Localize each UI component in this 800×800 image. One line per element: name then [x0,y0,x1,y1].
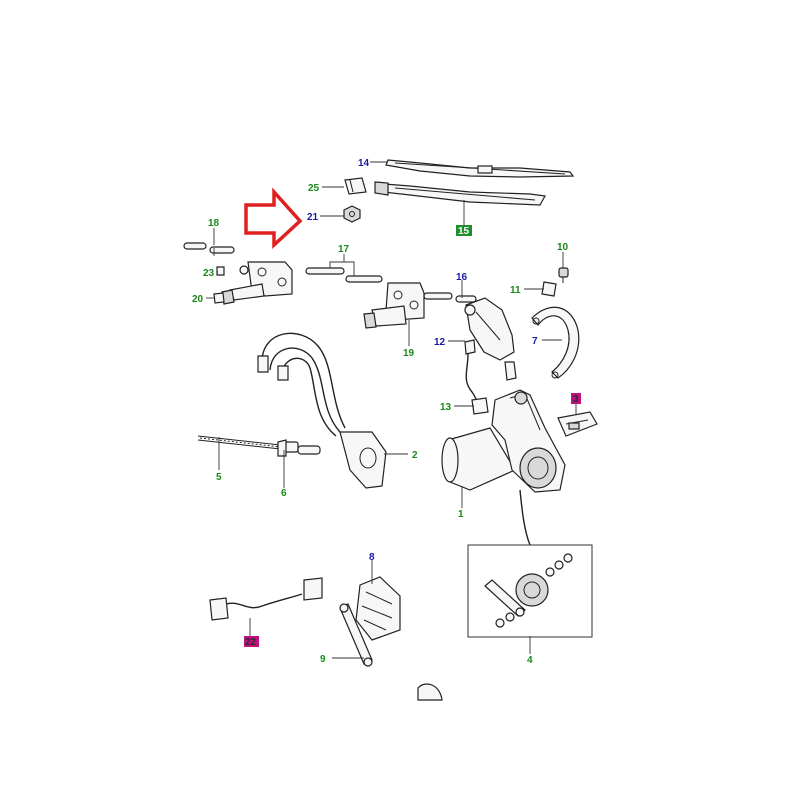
leader-lines [206,161,577,659]
callout-21[interactable]: 21 [307,212,319,223]
drive-link [339,603,373,667]
callout-2[interactable]: 2 [412,450,418,461]
spindle-nut [343,205,361,223]
callout-12[interactable]: 12 [434,337,446,348]
callout-11[interactable]: 11 [510,285,521,296]
partial-part-bottom [417,683,443,701]
callout-25[interactable]: 25 [308,183,320,194]
wiper-motor [441,389,566,546]
callout-3-box [571,393,581,404]
callout-6[interactable]: 6 [281,488,287,499]
crank-plate [355,576,401,641]
wiring-harness [257,332,387,489]
callout-18[interactable]: 18 [208,218,220,229]
callout-13[interactable]: 13 [440,402,452,413]
callout-15[interactable]: 15 [458,226,470,237]
callout-16[interactable]: 16 [456,272,468,283]
callout-23[interactable]: 23 [203,268,215,279]
center-wheelbox [363,282,477,329]
gear-kit [467,544,593,638]
left-wheelbox [183,242,293,305]
callout-10[interactable]: 10 [557,242,569,253]
gearbox-cover [464,297,517,381]
callout-9[interactable]: 9 [320,654,326,665]
callout-7[interactable]: 7 [532,336,538,347]
callout-15-box [456,225,472,236]
callout-3[interactable]: 3 [573,394,579,405]
drive-tubes [305,267,383,283]
callout-17[interactable]: 17 [338,244,350,255]
mounting-strap [531,306,580,379]
callout-22-box [244,636,259,647]
drive-cable-rack [197,435,321,457]
arm-clip [344,177,367,195]
callout-19[interactable]: 19 [403,348,415,359]
callout-8[interactable]: 8 [369,552,375,563]
cable-clip [471,397,489,415]
callout-22[interactable]: 22 [245,637,257,648]
callout-5[interactable]: 5 [216,472,222,483]
wiper-arm [374,181,546,206]
bolt [541,281,557,297]
callout-1[interactable]: 1 [458,509,464,520]
callout-4[interactable]: 4 [527,655,533,666]
red-outline-arrow-icon [244,187,303,249]
motor-pad [557,411,598,437]
screw [558,267,569,283]
wiper-blade [385,159,575,178]
callout-20[interactable]: 20 [192,294,204,305]
callout-labels: 14 25 21 15 18 23 20 17 16 10 11 7 12 19… [192,158,581,666]
link-harness [209,577,323,621]
callout-14[interactable]: 14 [358,158,370,169]
